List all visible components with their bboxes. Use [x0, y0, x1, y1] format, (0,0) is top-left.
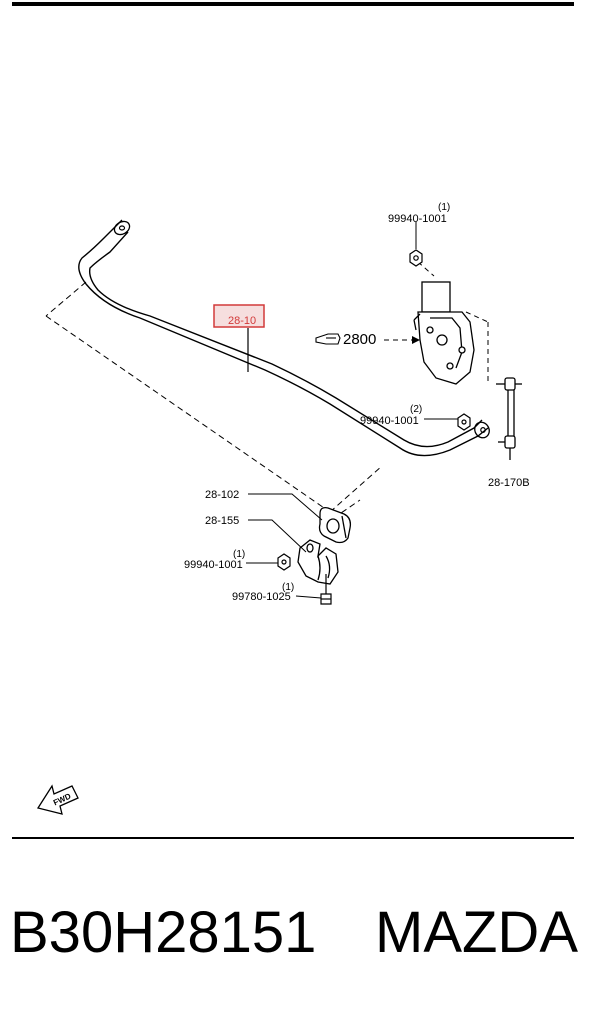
top-rule: [12, 2, 574, 6]
bracket-leader: [248, 519, 307, 553]
bushing-leader: [248, 493, 323, 521]
bottom-nut-label[interactable]: 99940-1001: [184, 559, 243, 571]
bolt-leader: [295, 595, 322, 599]
mid-nut: [457, 413, 471, 431]
reference-arrow: [412, 336, 420, 344]
link-label[interactable]: 28-170B: [488, 477, 530, 489]
reference-label[interactable]: 2800: [343, 331, 376, 348]
bushing: [318, 506, 352, 544]
bolt-label[interactable]: 99780-1025: [232, 591, 291, 603]
stabilizer-bar: [78, 219, 490, 457]
top-nut-qty: (1): [438, 202, 450, 213]
forward-arrow-icon: [36, 784, 79, 815]
bolt: [320, 574, 332, 605]
bottom-nut: [277, 553, 291, 571]
stabilizer-bar-label[interactable]: 28-10: [228, 315, 256, 327]
strut-assembly: [413, 281, 475, 385]
bottom-rule: [12, 837, 574, 839]
footer-part-number: B30H28151: [10, 900, 316, 965]
footer-brand: MAZDA: [375, 900, 578, 965]
bushing-label[interactable]: 28-102: [205, 489, 239, 501]
bottom-nut-qty: (1): [233, 549, 245, 560]
top-nut: [409, 249, 423, 267]
reference-hand-icon: [315, 333, 341, 345]
mid-nut-qty: (2): [410, 404, 422, 415]
highlight-box: [213, 304, 265, 328]
top-nut-label[interactable]: 99940-1001: [388, 213, 447, 225]
bracket-label[interactable]: 28-155: [205, 515, 239, 527]
stabilizer-link: [496, 377, 522, 460]
bolt-qty: (1): [282, 582, 294, 593]
mid-nut-label[interactable]: 99940-1001: [360, 415, 419, 427]
mount-dashed-lines: [45, 281, 383, 525]
bracket: [297, 539, 339, 585]
